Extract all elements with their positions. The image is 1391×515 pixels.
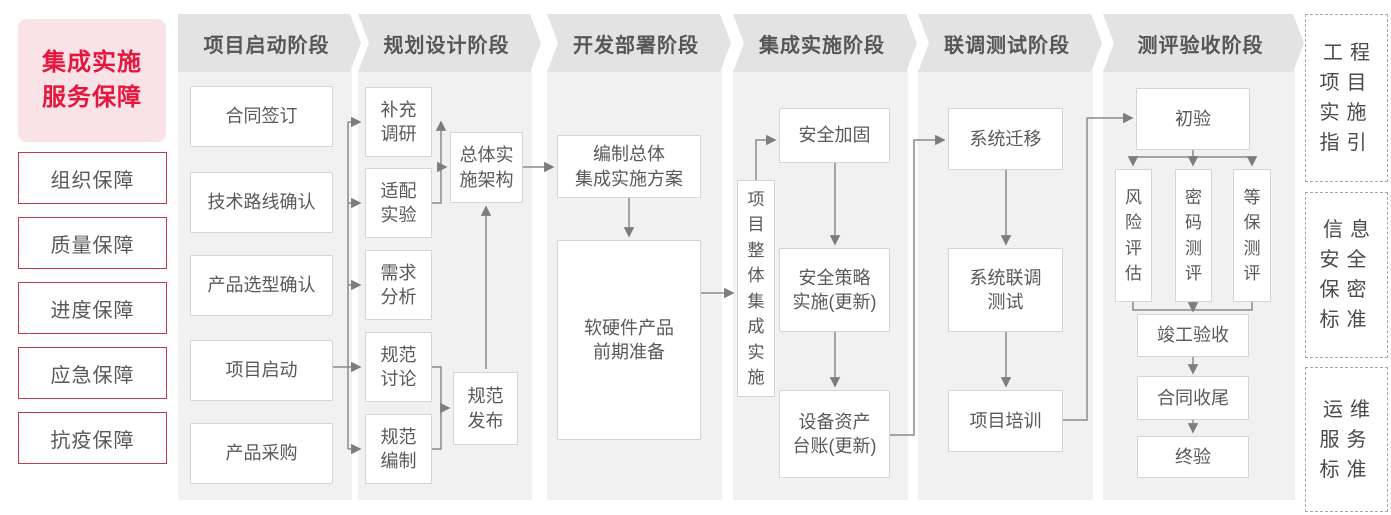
box-product-procurement: 产品采购 (190, 423, 333, 484)
box-overall-integration-plan: 编制总体 集成实施方案 (557, 135, 701, 198)
box-overall-implementation-architecture: 总体实 施架构 (450, 132, 523, 203)
phase-header-joint-testing: 联调测试阶段 (918, 14, 1102, 72)
box-contract-signing: 合同签订 (190, 86, 333, 147)
box-requirement-analysis: 需求 分析 (365, 250, 432, 320)
box-security-hardening: 安全加固 (779, 108, 890, 163)
box-risk-assessment: 风 险 评 估 (1115, 169, 1152, 302)
box-crypto-evaluation: 密 码 测 评 (1175, 169, 1212, 302)
box-security-policy-implementation: 安全策略 实施(更新) (779, 248, 890, 332)
box-tech-route-confirm: 技术路线确认 (190, 172, 333, 233)
box-spec-release: 规范 发布 (453, 372, 518, 445)
standard-information-security: 信息 安全 保密 标准 (1305, 192, 1388, 358)
box-project-kickoff: 项目启动 (190, 340, 333, 401)
phase-header-planning-design: 规划设计阶段 (358, 14, 541, 72)
box-contract-closure: 合同收尾 (1137, 376, 1249, 420)
box-spec-compilation: 规范 编制 (365, 414, 432, 484)
box-adaptation-experiment: 适配 实验 (365, 168, 432, 238)
integration-service-guarantee-title: 集成实施 服务保障 (18, 19, 166, 142)
phase-header-evaluation-acceptance: 测评验收阶段 (1103, 14, 1304, 72)
box-completion-acceptance: 竣工验收 (1137, 314, 1249, 357)
box-classified-protection-evaluation: 等 保 测 评 (1233, 169, 1271, 302)
box-overall-project-integration: 项 目 整 体 集 成 实 施 (737, 180, 775, 397)
standard-operation-maintenance: 运维 服务 标准 (1305, 367, 1388, 512)
box-spec-discussion: 规范 讨论 (365, 332, 432, 402)
box-initial-acceptance: 初验 (1136, 88, 1250, 150)
phase-header-development-deployment: 开发部署阶段 (547, 14, 731, 72)
box-asset-ledger-update: 设备资产 台账(更新) (779, 390, 890, 478)
guarantee-schedule: 进度保障 (18, 282, 167, 334)
box-hw-sw-preparation: 软硬件产品 前期准备 (557, 240, 701, 440)
box-supplementary-research: 补充 调研 (365, 87, 432, 157)
guarantee-epidemic: 抗疫保障 (18, 412, 167, 464)
box-system-migration: 系统迁移 (948, 108, 1063, 170)
phase-header-project-kickoff: 项目启动阶段 (178, 14, 361, 72)
guarantee-quality: 质量保障 (18, 217, 167, 269)
phase-header-integration-implementation: 集成实施阶段 (733, 14, 917, 72)
box-final-acceptance: 终验 (1137, 436, 1249, 478)
box-project-training: 项目培训 (948, 390, 1063, 452)
guarantee-emergency: 应急保障 (18, 347, 167, 399)
standard-project-implementation-guide: 工程 项目 实施 指引 (1305, 14, 1388, 182)
box-system-joint-debugging: 系统联调 测试 (948, 248, 1063, 332)
box-product-selection-confirm: 产品选型确认 (190, 255, 333, 316)
guarantee-organization: 组织保障 (18, 152, 167, 204)
